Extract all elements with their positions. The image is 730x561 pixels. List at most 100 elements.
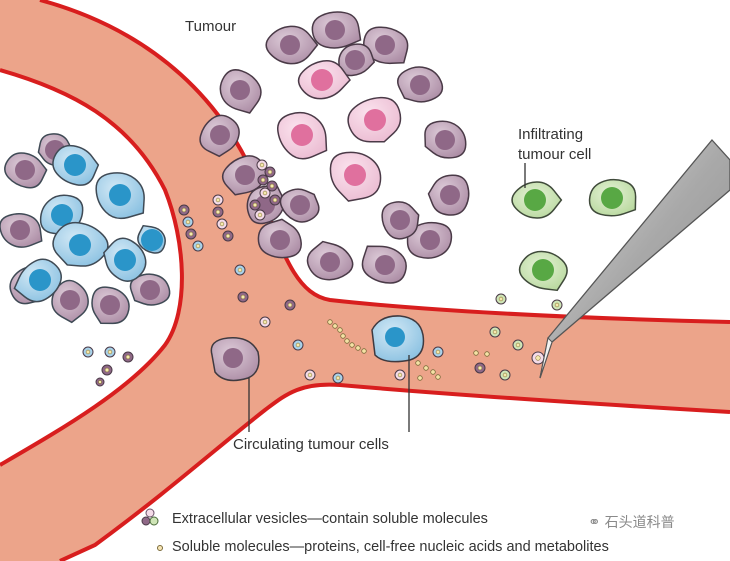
soluble-molecule <box>473 350 479 356</box>
soluble-molecule <box>344 338 350 344</box>
vesicle-cargo <box>498 296 504 302</box>
pink-tumour-cell-nucleus <box>344 164 366 186</box>
soluble-molecule <box>484 351 490 357</box>
vesicle-cargo <box>260 177 266 183</box>
infiltrating-cell-nucleus <box>532 259 554 281</box>
blue-tumour-cell-nucleus <box>51 204 73 226</box>
tumour-cell-nucleus <box>280 35 300 55</box>
vesicle-cargo <box>188 231 194 237</box>
left-tumour-mass <box>0 133 171 325</box>
soluble-molecule-icon <box>157 545 163 551</box>
vesicle-cargo <box>477 365 483 371</box>
infiltrating-cell-nucleus <box>601 187 623 209</box>
tumour-cell-nucleus <box>290 195 310 215</box>
tumour-cell-nucleus <box>375 35 395 55</box>
vesicle-cargo <box>267 169 273 175</box>
vesicle-cargo <box>307 372 313 378</box>
tumour-cell-nucleus <box>60 290 80 310</box>
vesicle-cargo <box>219 221 225 227</box>
tumour-cell-nucleus <box>320 252 340 272</box>
tumour-cell-nucleus <box>10 220 30 240</box>
pink-tumour-cell-nucleus <box>364 109 386 131</box>
tumour-cell-nucleus <box>375 255 395 275</box>
vesicle-cargo <box>85 349 91 355</box>
vesicle-cargo <box>269 183 275 189</box>
tumour-cell-nucleus <box>140 280 160 300</box>
legend-item-vesicles: Extracellular vesicles—contain soluble m… <box>172 511 488 527</box>
vesicle-cargo <box>502 372 508 378</box>
vesicle-cargo <box>240 294 246 300</box>
tumour-cell-nucleus <box>390 210 410 230</box>
vesicle-cargo <box>287 302 293 308</box>
tumour-cell-nucleus <box>235 165 255 185</box>
leader-lines <box>248 163 526 432</box>
blue-tumour-cell-nucleus <box>29 269 51 291</box>
soluble-molecule <box>332 323 338 329</box>
tumour-cell-nucleus <box>420 230 440 250</box>
tumour-cell-nucleus <box>345 50 365 70</box>
vesicle-cargo <box>104 367 110 373</box>
ctc-purple-nucleus <box>223 348 243 368</box>
soluble-molecule <box>430 369 436 375</box>
vessel-wall-left <box>0 68 184 467</box>
blue-tumour-cell-nucleus <box>69 234 91 256</box>
vesicle-icon <box>145 508 155 518</box>
vesicles <box>82 159 563 387</box>
vesicle-cargo <box>259 162 265 168</box>
tumour-cell-nucleus <box>230 80 250 100</box>
legend-text: Soluble molecules—proteins, cell-free nu… <box>172 539 609 555</box>
watermark-text: 石头道科普 <box>604 514 675 530</box>
soluble-molecule <box>423 365 429 371</box>
tumour-label: Tumour <box>185 18 237 35</box>
soluble-molecule <box>417 375 423 381</box>
infiltrating-cell-nucleus <box>524 189 546 211</box>
soluble-molecule <box>415 360 421 366</box>
legend-icons <box>141 508 163 551</box>
vesicle-cargo <box>492 329 498 335</box>
vesicle-cargo <box>335 375 341 381</box>
ctc-blue-nucleus <box>385 327 405 347</box>
vesicle-cargo <box>237 267 243 273</box>
soluble-molecule <box>340 333 346 339</box>
vesicle-cargo <box>215 197 221 203</box>
soluble-molecule <box>327 319 333 325</box>
blue-tumour-cell-nucleus <box>109 184 131 206</box>
vesicle-cargo <box>397 372 403 378</box>
pink-tumour-cell-nucleus <box>311 69 333 91</box>
vesicle-cargo <box>252 202 258 208</box>
vesicle-cargo <box>272 197 278 203</box>
tumour-cell-nucleus <box>325 20 345 40</box>
vesicle-cargo <box>257 212 263 218</box>
vesicle-cargo <box>515 342 521 348</box>
tumour-mass <box>199 11 470 284</box>
vesicle-cargo <box>262 190 268 196</box>
vesicle-cargo <box>262 319 268 325</box>
soluble-molecule <box>435 374 441 380</box>
pink-tumour-cell-nucleus <box>291 124 313 146</box>
legend-item-soluble: Soluble molecules—proteins, cell-free nu… <box>172 539 609 555</box>
soluble-molecule <box>361 348 367 354</box>
tumour-cell-nucleus <box>440 185 460 205</box>
vesicle-cargo <box>195 243 201 249</box>
infiltrating-label-line2: tumour cell <box>518 146 592 163</box>
tumour-cell-nucleus <box>435 130 455 150</box>
wechat-icon: ⚭ <box>588 514 601 531</box>
watermark: ⚭ 石头道科普 <box>588 512 675 532</box>
vesicle-cargo <box>125 354 131 360</box>
tumour-cell-nucleus <box>410 75 430 95</box>
vesicle-cargo <box>535 355 541 361</box>
vesicle-cargo <box>185 219 191 225</box>
tumour-cell-nucleus <box>15 160 35 180</box>
tumour-cell-nucleus <box>100 295 120 315</box>
vesicle-cargo <box>215 209 221 215</box>
tumour-cell-nucleus <box>270 230 290 250</box>
vesicle-cargo <box>107 349 113 355</box>
vesicle-cargo <box>295 342 301 348</box>
infiltrating-cells <box>511 178 637 292</box>
vesicle-cargo <box>554 302 560 308</box>
vessel-wall-upper <box>39 0 730 324</box>
vessel-wall-lower <box>59 382 730 561</box>
